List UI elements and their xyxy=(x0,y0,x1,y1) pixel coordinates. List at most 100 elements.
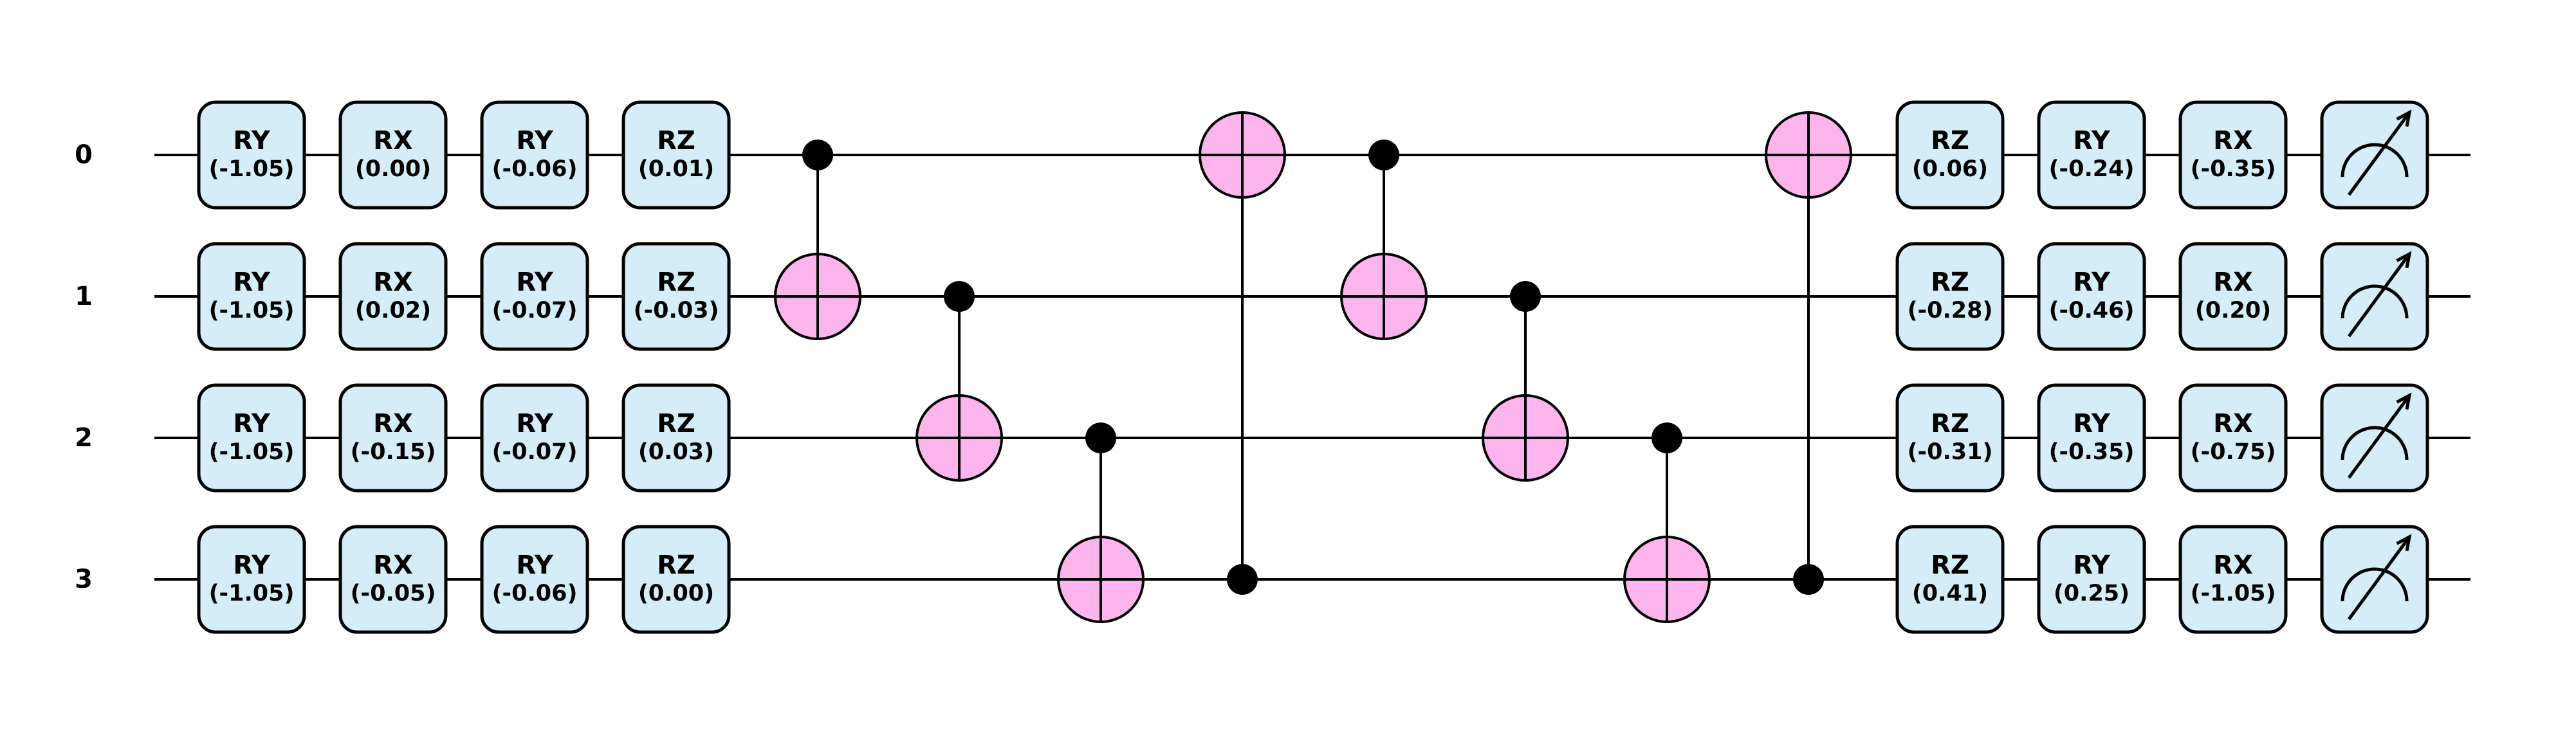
gate-param: (-0.46) xyxy=(2049,298,2135,323)
gate-box xyxy=(1895,525,2005,634)
measure-needle xyxy=(2347,394,2411,479)
target-xor xyxy=(1765,111,1852,199)
gate-rx-q2-s2: RX(-0.15) xyxy=(338,383,448,493)
gate-name: RY xyxy=(516,409,554,439)
gate-box xyxy=(2037,383,2146,493)
gate-name: RZ xyxy=(657,409,695,439)
gate-ry-q2-s14: RY(-0.35) xyxy=(2037,383,2146,493)
gate-box xyxy=(1895,242,2005,351)
measure-needle xyxy=(2347,536,2411,621)
measure-needle xyxy=(2347,253,2411,338)
gate-name: RY xyxy=(2073,550,2111,580)
gate-param: (-0.07) xyxy=(492,439,578,465)
gate-param: (0.41) xyxy=(1912,581,1988,606)
gate-param: (0.25) xyxy=(2054,581,2130,606)
gate-name: RZ xyxy=(657,126,695,156)
measure-arc xyxy=(2341,426,2409,460)
cnot-gate-c3-t0-s12 xyxy=(1765,111,1852,595)
target-xor xyxy=(1199,111,1286,199)
gate-name: RX xyxy=(2213,126,2253,156)
gate-ry-q3-s3: RY(-0.06) xyxy=(480,525,589,634)
gate-param: (0.03) xyxy=(638,439,714,465)
wire-label-3: 3 xyxy=(75,565,93,594)
measure-icon xyxy=(2320,100,2429,210)
gate-name: RX xyxy=(2213,550,2253,580)
measure-needle xyxy=(2347,111,2411,196)
gate-rx-q3-s2: RX(-0.05) xyxy=(338,525,448,634)
gate-rz-q0-s13: RZ(0.06) xyxy=(1895,100,2005,210)
gate-param: (-1.05) xyxy=(209,439,295,465)
gate-box xyxy=(338,383,448,493)
cnot-gate-c0-t1-s5 xyxy=(774,140,861,340)
gate-rz-q1-s4: RZ(-0.03) xyxy=(621,242,731,351)
gate-param: (-1.05) xyxy=(209,156,295,182)
gate-rx-q0-s15: RX(-0.35) xyxy=(2178,100,2288,210)
gate-param: (-1.05) xyxy=(209,298,295,323)
cnot-gate-c2-t3-s7 xyxy=(1057,422,1145,623)
gate-name: RY xyxy=(233,268,271,297)
control-dot xyxy=(944,281,975,312)
gate-param: (-0.24) xyxy=(2049,156,2135,182)
gate-rx-q3-s15: RX(-1.05) xyxy=(2178,525,2288,634)
measure-box xyxy=(2320,525,2429,634)
gate-param: (-0.06) xyxy=(492,581,578,606)
gate-name: RZ xyxy=(1931,550,1969,580)
gate-box xyxy=(197,100,306,210)
gate-rx-q2-s15: RX(-0.75) xyxy=(2178,383,2288,493)
gate-rx-q0-s2: RX(0.00) xyxy=(338,100,448,210)
gate-box xyxy=(2178,242,2288,351)
gate-name: RY xyxy=(516,126,554,156)
gate-name: RX xyxy=(373,409,413,439)
gate-layer: RY(-1.05)RY(-1.05)RY(-1.05)RY(-1.05)RX(0… xyxy=(197,100,2288,634)
gate-rz-q3-s13: RZ(0.41) xyxy=(1895,525,2005,634)
gate-name: RZ xyxy=(1931,268,1969,297)
gate-param: (-0.31) xyxy=(1908,439,1993,465)
gate-ry-q1-s3: RY(-0.07) xyxy=(480,242,589,351)
control-dot xyxy=(1227,564,1258,595)
gate-box xyxy=(621,383,731,493)
measure-needle-head xyxy=(2396,109,2412,127)
gate-ry-q2-s1: RY(-1.05) xyxy=(197,383,306,493)
measure-needle-head xyxy=(2396,251,2412,269)
gate-param: (-0.05) xyxy=(351,581,436,606)
wire-label-2: 2 xyxy=(75,423,93,453)
target-xor xyxy=(1057,536,1145,623)
gate-box xyxy=(1895,100,2005,210)
gate-param: (0.00) xyxy=(638,581,714,606)
gate-box xyxy=(2037,525,2146,634)
cnot-gate-c0-t1-s9 xyxy=(1340,140,1428,340)
gate-ry-q0-s14: RY(-0.24) xyxy=(2037,100,2146,210)
gate-ry-q0-s1: RY(-1.05) xyxy=(197,100,306,210)
target-xor xyxy=(915,394,1003,482)
gate-name: RY xyxy=(2073,268,2111,297)
gate-rz-q2-s13: RZ(-0.31) xyxy=(1895,383,2005,493)
gate-box xyxy=(197,525,306,634)
gate-ry-q2-s3: RY(-0.07) xyxy=(480,383,589,493)
gate-ry-q3-s1: RY(-1.05) xyxy=(197,525,306,634)
measure-icon xyxy=(2320,242,2429,351)
measure-icon xyxy=(2320,525,2429,634)
wire-label-1: 1 xyxy=(75,282,93,311)
measure-box xyxy=(2320,383,2429,493)
control-dot xyxy=(1085,422,1116,453)
target-xor xyxy=(1340,253,1428,340)
gate-param: (0.02) xyxy=(355,298,431,323)
gate-name: RY xyxy=(233,126,271,156)
cnot-gate-c3-t0-s8 xyxy=(1199,111,1286,595)
gate-param: (-0.15) xyxy=(351,439,436,465)
control-dot xyxy=(1368,140,1399,170)
gate-box xyxy=(197,242,306,351)
measure-arc xyxy=(2341,143,2409,177)
gate-box xyxy=(338,242,448,351)
measure-needle-head xyxy=(2396,534,2412,552)
gate-param: (-0.03) xyxy=(634,298,719,323)
control-dot xyxy=(802,140,833,170)
gate-box xyxy=(338,525,448,634)
gate-name: RY xyxy=(233,409,271,439)
measure-needle-head xyxy=(2396,392,2412,410)
measurement-layer xyxy=(2320,100,2429,634)
gate-rz-q3-s4: RZ(0.00) xyxy=(621,525,731,634)
control-dot xyxy=(1793,564,1824,595)
gate-name: RX xyxy=(2213,268,2253,297)
gate-box xyxy=(480,383,589,493)
